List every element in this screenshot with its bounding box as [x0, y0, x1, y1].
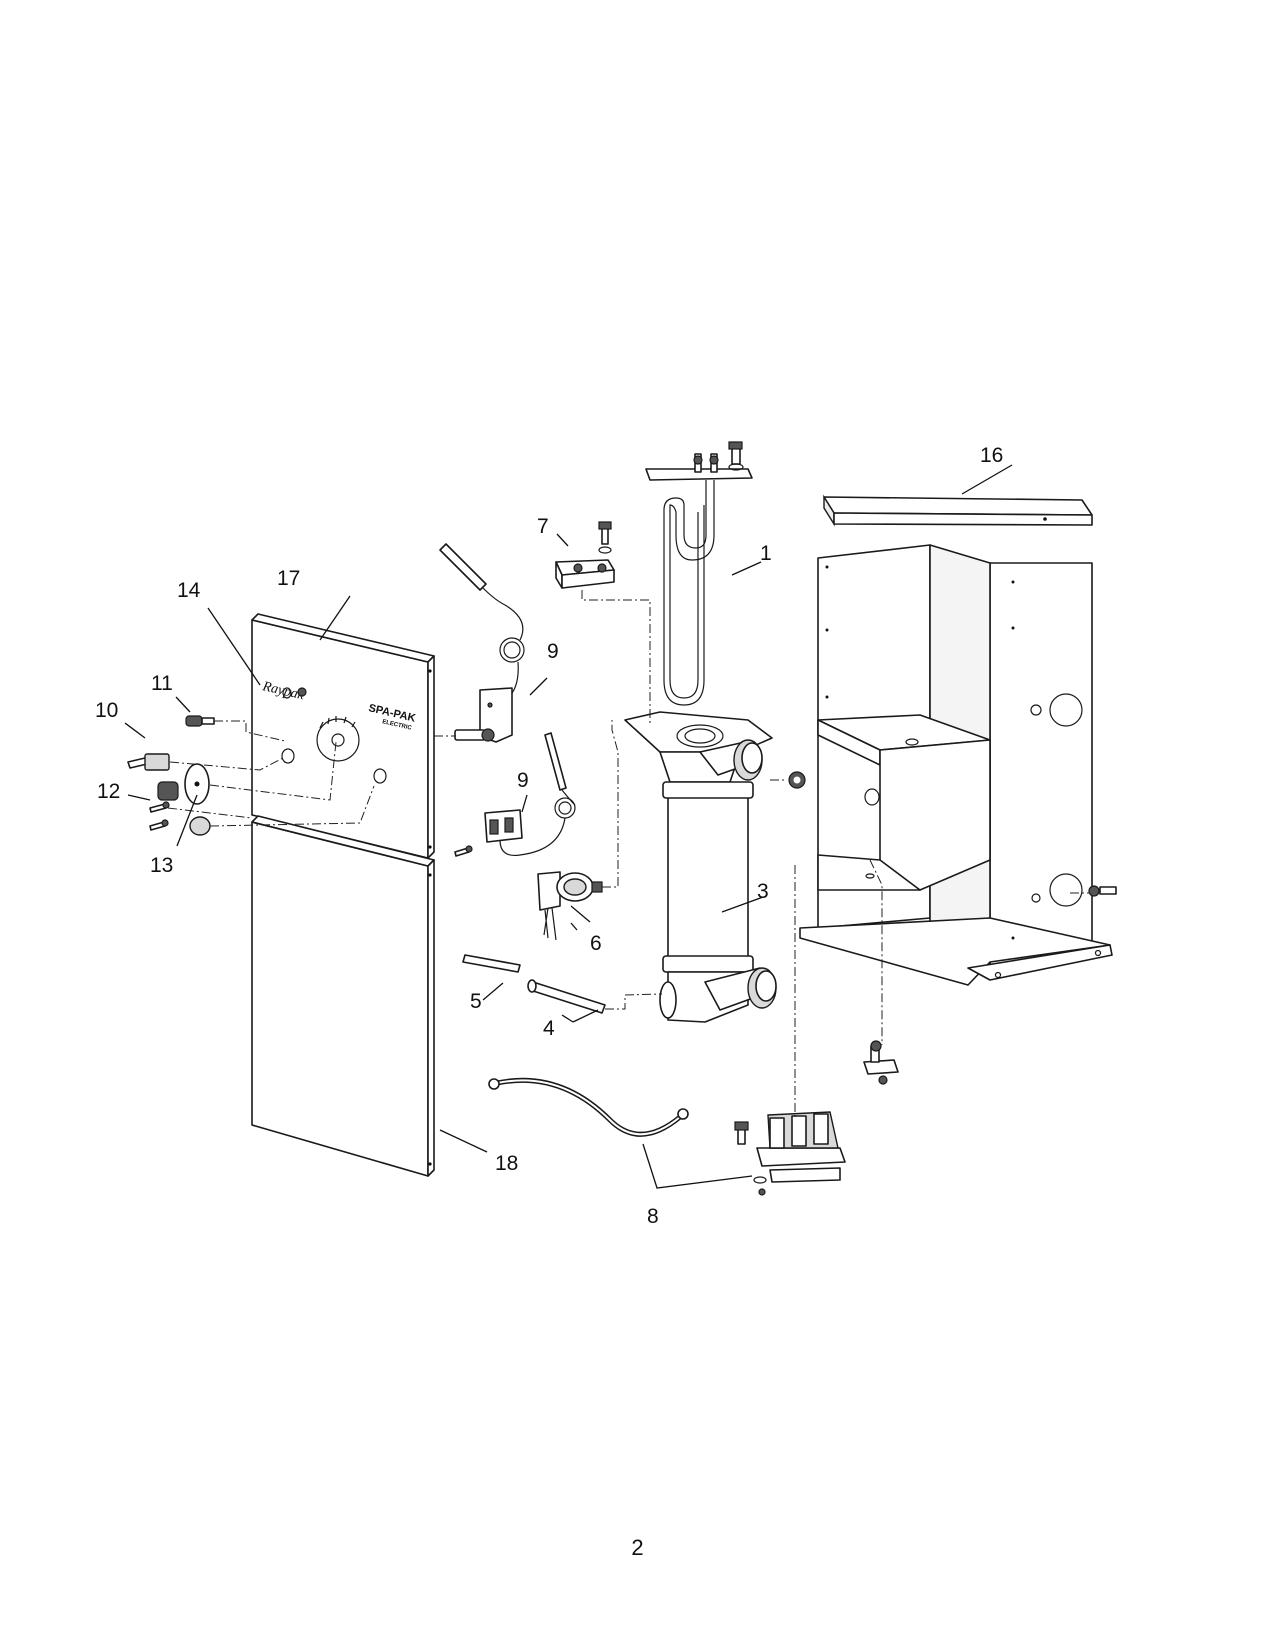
thermostat-lower [484, 732, 576, 857]
leader-lines [124, 464, 1013, 1189]
cabinet-housing [788, 544, 1117, 986]
pressure-switch [537, 871, 603, 941]
wire-and-terminal-block [488, 1077, 846, 1196]
control-panel: Raypak SPA-PAK ELECTRIC [251, 613, 435, 859]
callout-10: 10 [95, 699, 118, 722]
callout-8: 8 [647, 1205, 659, 1228]
heating-element [645, 441, 753, 706]
callout-labels: 16 1 7 17 14 9 11 10 12 9 13 3 6 5 4 18 … [95, 444, 1003, 1228]
callout-3: 3 [757, 880, 769, 903]
mounting-bracket [863, 1040, 899, 1085]
thermostat-upper [439, 543, 525, 743]
thermal-cutoff [555, 521, 615, 589]
callout-13: 13 [150, 854, 173, 877]
heater-body [624, 711, 777, 1023]
callout-16: 16 [980, 444, 1003, 467]
callout-17: 17 [277, 567, 300, 590]
callout-1: 1 [760, 542, 772, 565]
callout-12: 12 [97, 780, 120, 803]
top-cover [823, 494, 1093, 527]
callout-4: 4 [543, 1017, 555, 1040]
callout-11: 11 [151, 672, 173, 695]
probe-clip [462, 954, 521, 973]
probe-tube [527, 979, 606, 1014]
callout-6: 6 [590, 932, 602, 955]
assembly-lines [167, 590, 1090, 1118]
lower-door-panel [251, 815, 435, 1177]
callout-14: 14 [177, 579, 201, 602]
callout-7: 7 [537, 515, 549, 538]
callout-18: 18 [495, 1152, 518, 1175]
page-number: 2 [631, 1535, 644, 1560]
panel-hardware [127, 715, 473, 857]
callout-5: 5 [470, 990, 482, 1013]
callout-9-upper: 9 [547, 640, 559, 663]
callout-9-lower: 9 [517, 769, 529, 792]
